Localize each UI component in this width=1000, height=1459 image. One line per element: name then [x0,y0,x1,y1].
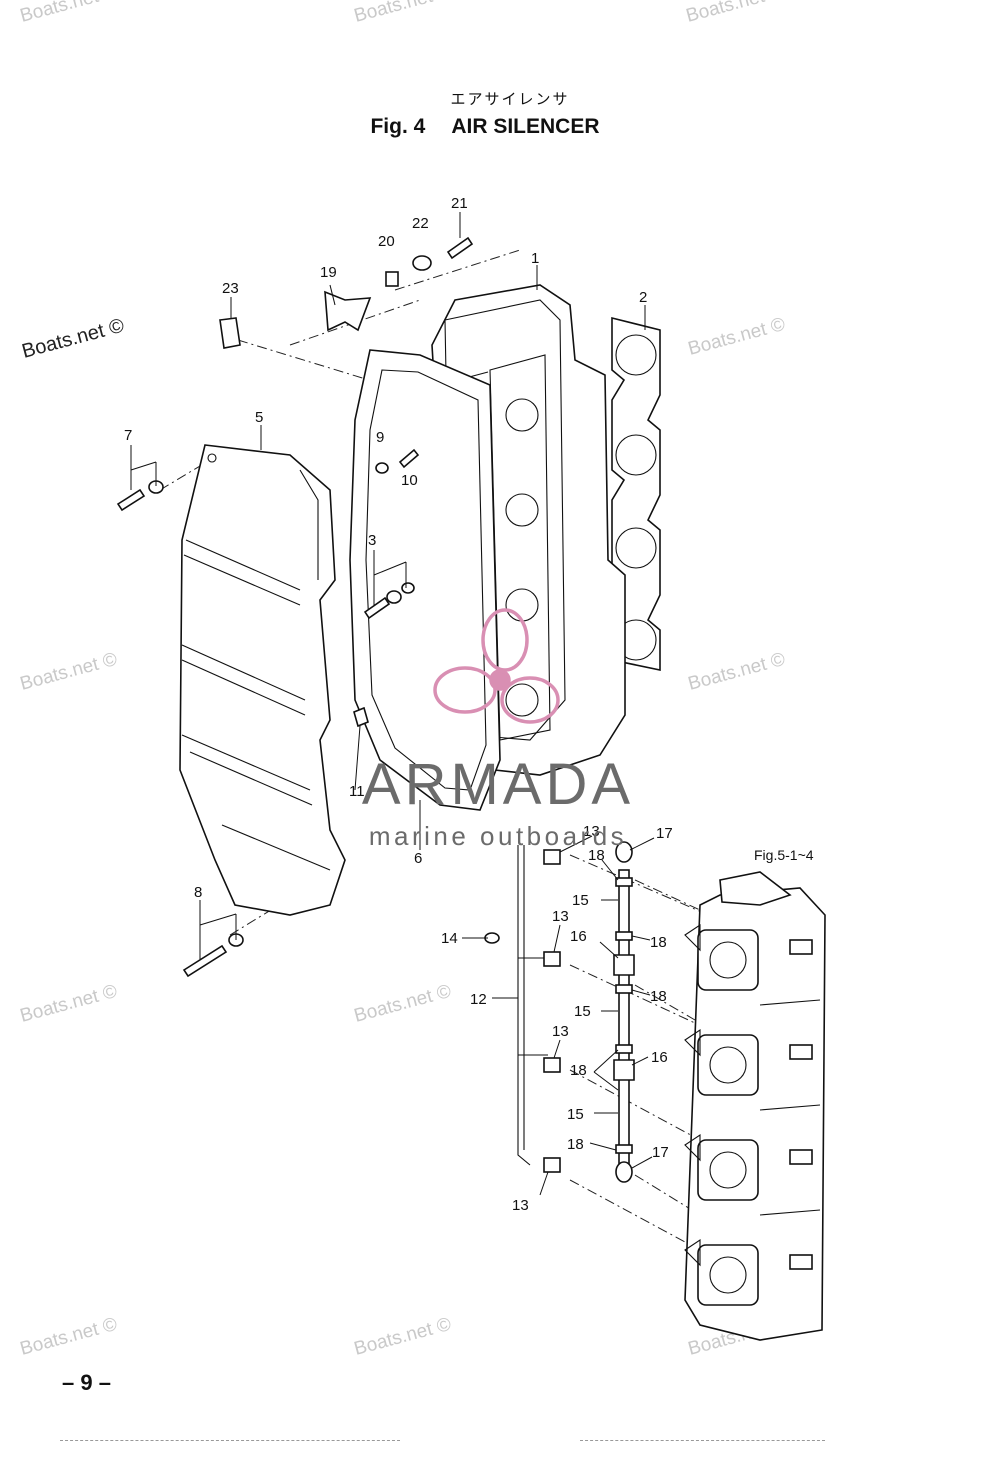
propeller-logo-icon [433,608,560,724]
part-16-tee [613,1059,635,1081]
callout-18b: 18 [650,934,667,951]
watermark: Boats.net © [686,314,788,360]
callout-22: 22 [412,215,429,232]
figure-name: AIR SILENCER [451,115,600,138]
callout-17b: 17 [652,1144,669,1161]
part-19-bracket [324,290,372,332]
japanese-title: エアサイレンサ [450,90,570,108]
callout-18e: 18 [567,1136,584,1153]
part-3-washer-b [401,582,415,594]
carburetor-stack [684,871,826,1341]
callout-3: 3 [368,532,376,549]
part-8-bolt [182,944,228,978]
callout-11: 11 [349,783,365,800]
callout-15a: 15 [572,892,589,909]
part-9-washer [375,462,389,474]
part-3-washer-a [386,590,402,604]
footer-rule [580,1440,825,1441]
figure-header: エアサイレンサ Fig. 4 AIR SILENCER [0,88,1000,139]
part-3-bolt [363,596,391,620]
watermark: Boats.net © [352,981,454,1027]
part-20-plate [385,271,399,287]
figure-title: Fig. 4 AIR SILENCER [0,115,1000,139]
callout-10: 10 [401,472,418,489]
watermark: Boats.net © [352,1314,454,1360]
callout-15c: 15 [567,1106,584,1123]
callout-13c: 13 [552,1023,569,1040]
figure-number: Fig. 4 [370,115,426,138]
watermark-dark: Boats.net © [20,314,127,362]
watermark: Boats.net © [18,1314,120,1360]
callout-16b: 16 [651,1049,668,1066]
part-11-nut [353,706,369,728]
callout-1: 1 [531,250,539,267]
logo-brand: ARMADA [362,752,634,817]
watermark: Boats.net © [18,649,120,695]
watermark: Boats.net © [684,0,786,27]
watermark: Boats.net © [18,981,120,1027]
callout-6: 6 [414,850,422,867]
callout-18a: 18 [588,847,605,864]
callout-17a: 17 [656,825,673,842]
callout-13b: 13 [552,908,569,925]
logo-tagline: marine outboards [369,821,627,851]
callout-13d: 13 [512,1197,529,1214]
figure-reference: Fig.5-1~4 [754,847,814,863]
callout-15b: 15 [574,1003,591,1020]
part-13-clip [543,951,561,967]
callout-2: 2 [639,289,647,306]
part-22-washer [412,255,432,271]
callout-14: 14 [441,930,458,947]
callout-16a: 16 [570,928,587,945]
callout-18d: 18 [570,1062,587,1079]
watermark: Boats.net © [686,649,788,695]
part-16-tee [613,954,635,976]
callout-19: 19 [320,264,337,281]
page-number: – 9 – [62,1370,111,1395]
callout-7: 7 [124,427,132,444]
watermark: Boats.net © [352,0,454,27]
callout-8: 8 [194,884,202,901]
callout-21: 21 [451,195,468,212]
part-13-clip [543,849,561,865]
callout-9: 9 [376,429,384,446]
leader-lines [130,212,655,1196]
callout-12: 12 [470,991,487,1008]
hardware-parts [116,236,500,978]
part-17-elbow [615,1161,633,1183]
armada-logo: ARMADA marine outboards [362,608,634,851]
callout-18c: 18 [650,988,667,1005]
silencer-cover-part-5 [179,444,346,916]
watermark: Boats.net © [18,0,120,27]
part-15-hose [618,869,630,1171]
part-13-clip [543,1057,561,1073]
gasket-frame-part-6 [349,349,501,811]
part-10-screw [398,448,420,469]
callout-13a: 13 [583,823,600,840]
part-17-elbow [615,841,633,863]
part-7-bolt [116,488,146,512]
part-21-bolt [446,236,474,260]
callout-23: 23 [222,280,239,297]
part-13-clip [543,1157,561,1173]
callout-5: 5 [255,409,263,426]
callout-labels: 1 2 3 5 6 7 8 9 10 11 12 13 13 13 13 14 … [124,195,814,1214]
footer-rule [60,1440,400,1441]
part-23-clip [219,317,241,349]
callout-20: 20 [378,233,395,250]
